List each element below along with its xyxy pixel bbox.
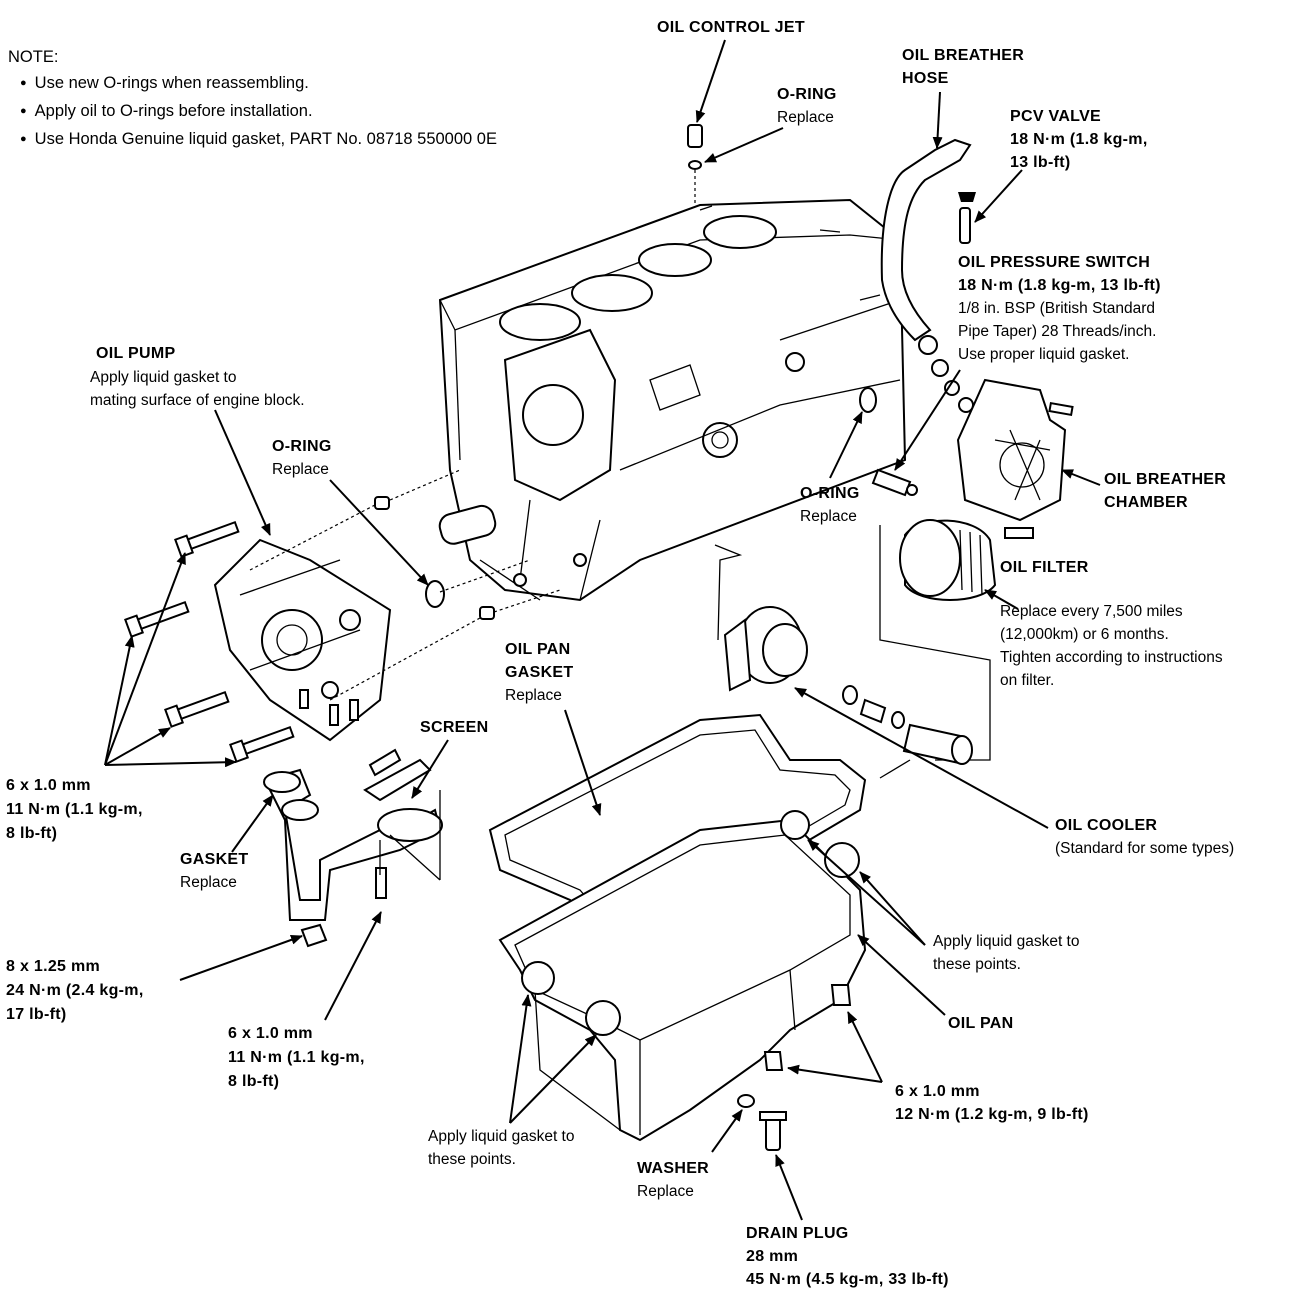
label-apply-gasket-right: Apply liquid gasket to these points. (933, 933, 1080, 973)
label-bolt-6x1-bottom: 6 x 1.0 mm 11 N·m (1.1 kg-m, 8 lb-ft) (228, 1025, 365, 1090)
label-bolt-8x125: 8 x 1.25 mm 24 N·m (2.4 kg-m, 17 lb-ft) (6, 958, 144, 1023)
oil-pan (498, 810, 867, 1142)
label-o-ring-mid: O-RING Replace (800, 485, 860, 525)
label-gasket: GASKET Replace (180, 851, 249, 891)
oil-cooler (714, 544, 973, 779)
label-bolt-6x1-pan: 6 x 1.0 mm 12 N·m (1.2 kg-m, 9 lb-ft) (895, 1083, 1089, 1123)
label-bolt-6x1-left: 6 x 1.0 mm 11 N·m (1.1 kg-m, 8 lb-ft) (6, 777, 143, 842)
label-oil-pan: OIL PAN (948, 1015, 1014, 1032)
pcv-valve (958, 192, 976, 244)
oil-breather-hose (880, 138, 972, 342)
label-oil-filter: OIL FILTER (1000, 559, 1089, 576)
label-oil-control-jet: OIL CONTROL JET (657, 19, 805, 36)
oil-filter (879, 519, 997, 761)
label-oil-pan-gasket: OIL PAN GASKET Replace (505, 641, 574, 704)
label-oil-pump: OIL PUMP (96, 345, 176, 362)
label-oil-cooler: OIL COOLER (Standard for some types) (1055, 817, 1235, 857)
drain-plug-parts (737, 1094, 787, 1151)
label-oil-breather-chamber: OIL BREATHER CHAMBER (1104, 471, 1227, 511)
leader-lines (104, 39, 1101, 1221)
label-oil-pump-note: Apply liquid gasket to mating surface of… (90, 369, 305, 409)
note-title: NOTE: (8, 48, 59, 66)
label-oil-filter-note: Replace every 7,500 miles (12,000km) or … (1000, 603, 1223, 689)
label-oil-breather-hose: OIL BREATHER HOSE (902, 47, 1025, 87)
label-apply-gasket-bottom: Apply liquid gasket to these points. (428, 1128, 575, 1168)
label-o-ring-left: O-RING Replace (272, 438, 332, 478)
oil-breather-chamber (956, 378, 1074, 539)
oil-screen (263, 748, 443, 948)
oil-control-jet (687, 124, 703, 205)
note-block: NOTE: Use new O-rings when reassembling.… (8, 44, 497, 154)
label-oil-pressure-switch: OIL PRESSURE SWITCH 18 N·m (1.8 kg-m, 13… (958, 254, 1161, 363)
note-item-2: Apply oil to O-rings before installation… (8, 98, 497, 126)
oil-pressure-switch (871, 335, 974, 497)
pump-bolts (124, 520, 295, 763)
oil-pump (213, 538, 392, 742)
label-pcv-valve: PCV VALVE 18 N·m (1.8 kg-m, 13 lb-ft) (1010, 108, 1148, 171)
label-drain-plug: DRAIN PLUG 28 mm 45 N·m (4.5 kg-m, 33 lb… (746, 1225, 949, 1288)
oil-pan-gasket (488, 713, 867, 942)
o-rings-left (249, 387, 877, 701)
note-item-1: Use new O-rings when reassembling. (8, 70, 497, 98)
label-washer: WASHER Replace (637, 1160, 710, 1200)
note-item-3: Use Honda Genuine liquid gasket, PART No… (8, 126, 497, 154)
engine-block (438, 198, 907, 602)
label-o-ring-top: O-RING Replace (777, 86, 837, 126)
label-screen: SCREEN (420, 719, 489, 736)
